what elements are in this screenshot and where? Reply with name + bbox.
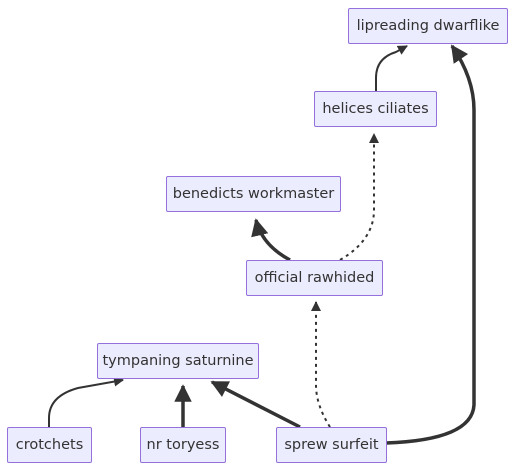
node-label: official rawhided (254, 270, 375, 286)
node-label: lipreading dwarflike (356, 18, 500, 34)
node-tympaning-saturnine[interactable]: tympaning saturnine (97, 343, 259, 379)
node-benedicts-workmaster[interactable]: benedicts workmaster (166, 176, 341, 212)
edge-crotchets-to-tympaning (48, 376, 124, 427)
edge-sprew-to-official (311, 301, 331, 428)
edge-helices-to-lipreading (375, 45, 408, 91)
node-label: benedicts workmaster (172, 186, 335, 202)
node-sprew-surfeit[interactable]: sprew surfeit (276, 427, 387, 463)
node-label: sprew surfeit (284, 437, 379, 453)
node-label: helices ciliates (322, 101, 429, 117)
edge-sprew-to-lipreading (385, 44, 476, 445)
node-official-rawhided[interactable]: official rawhided (246, 260, 383, 296)
node-label: crotchets (15, 437, 84, 453)
edge-official-to-benedicts (251, 218, 291, 262)
node-helices-ciliates[interactable]: helices ciliates (314, 91, 437, 127)
node-nr-toryess[interactable]: nr toryess (140, 427, 226, 463)
node-label: nr toryess (146, 437, 220, 453)
edge-official-to-helices (339, 133, 379, 261)
edge-sprew-to-tympaning (210, 380, 301, 429)
node-crotchets[interactable]: crotchets (7, 427, 92, 463)
node-label: tympaning saturnine (102, 353, 254, 369)
node-lipreading-dwarflike[interactable]: lipreading dwarflike (348, 8, 508, 44)
